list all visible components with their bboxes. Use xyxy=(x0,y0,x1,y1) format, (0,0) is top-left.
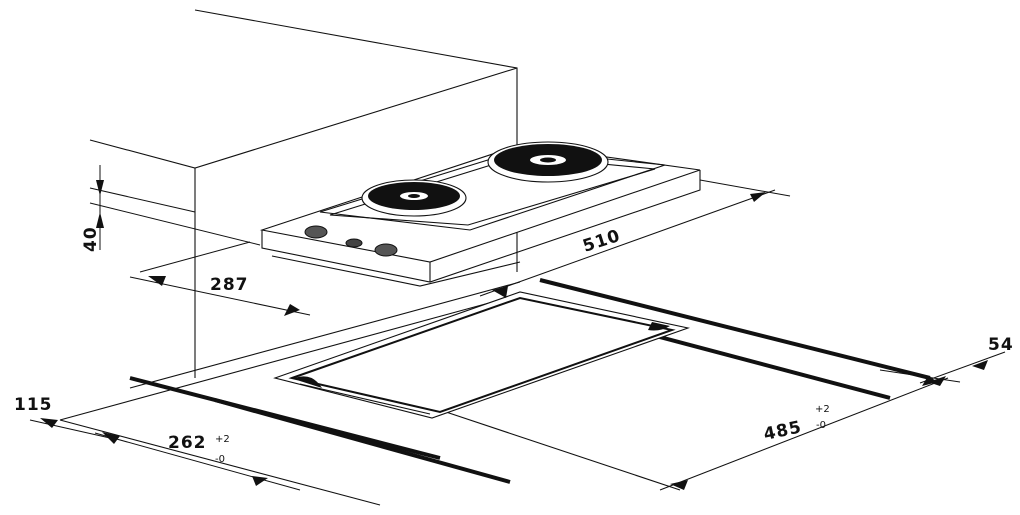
large-burner xyxy=(487,141,609,183)
dimension-height: 40 xyxy=(81,165,261,252)
hob-unit xyxy=(259,141,701,287)
dimension-cutout-depth: 262 +2 -0 xyxy=(94,432,301,491)
worktop xyxy=(59,278,931,506)
dimension-margin-left: 115 xyxy=(14,395,111,439)
label-54: 54 xyxy=(988,335,1014,355)
dimension-cutout-width: 485 +2 -0 xyxy=(659,369,961,491)
label-262: 262 xyxy=(168,433,207,453)
tolerance-262-minus: -0 xyxy=(215,454,225,465)
label-115: 115 xyxy=(14,395,53,415)
label-287: 287 xyxy=(210,275,249,295)
small-burner xyxy=(361,179,467,217)
tolerance-485-minus: -0 xyxy=(816,420,826,431)
label-485: 485 xyxy=(762,417,804,445)
tolerance-262-plus: +2 xyxy=(215,434,230,445)
cutout-opening xyxy=(273,291,691,419)
label-40: 40 xyxy=(81,226,101,252)
tolerance-485-plus: +2 xyxy=(815,404,830,415)
control-knobs xyxy=(304,225,398,257)
dimension-depth: 287 xyxy=(129,241,311,316)
